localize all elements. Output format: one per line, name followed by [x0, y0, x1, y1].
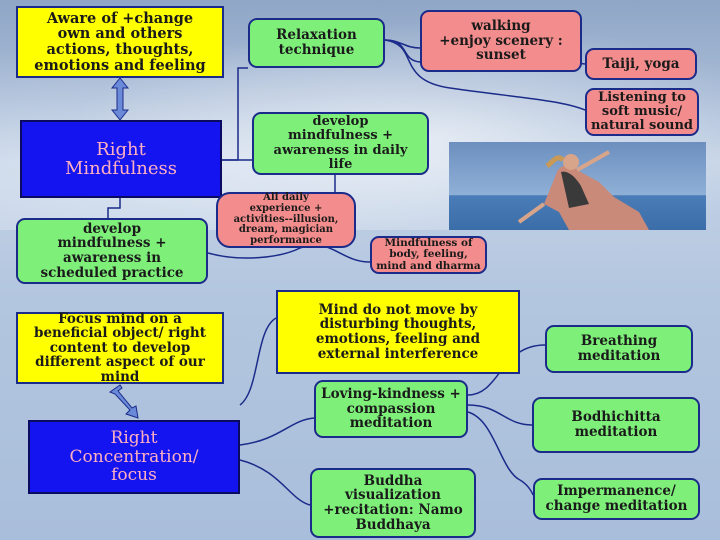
node-taiji-yoga: Taiji, yoga [585, 48, 697, 80]
connector-concentration-buddha [239, 459, 311, 506]
node-develop-daily-life: develop mindfulness + awareness in daily… [252, 112, 429, 175]
double-arrow-focus-concentration [108, 384, 139, 419]
node-all-daily-experience: All daily experience + activities--illus… [216, 192, 356, 248]
node-focus-mind: Focus mind on a beneficial object/ right… [16, 311, 224, 384]
connector-concentration-mindnotmove [239, 317, 277, 406]
node-impermanence-meditation: Impermanence/ change meditation [533, 478, 700, 520]
yoga-woman-photo [449, 142, 706, 230]
connector-relaxation-listening [384, 39, 586, 111]
node-develop-scheduled-practice: develop mindfulness + awareness in sched… [16, 218, 208, 284]
node-bodhichitta-meditation: Bodhichitta meditation [532, 397, 700, 453]
node-right-mindfulness: Right Mindfulness [20, 120, 222, 198]
node-aware-of-change: Aware of +change own and others actions,… [16, 6, 224, 78]
connector-mindfulness-relaxation [222, 67, 248, 161]
connector-loving-impermanence [467, 411, 534, 496]
connector-practice-body [207, 244, 371, 263]
node-mind-do-not-move: Mind do not move by disturbing thoughts,… [276, 290, 520, 374]
node-walking: walking +enjoy scenery : sunset [420, 10, 582, 72]
double-arrow-aware-mindfulness [110, 77, 130, 121]
connector-concentration-loving [239, 417, 315, 446]
connector-mindfulness-practice [107, 198, 121, 218]
node-right-concentration: Right Concentration/ focus [28, 420, 240, 494]
connector-loving-bodhichitta [467, 404, 533, 426]
node-breathing-meditation: Breathing meditation [545, 325, 693, 373]
node-mindfulness-body: Mindfulness of body, feeling, mind and d… [370, 236, 487, 274]
node-listening-music: Listening to soft music/ natural sound [585, 88, 699, 136]
node-loving-kindness: Loving-kindness + compassion meditation [314, 380, 468, 438]
node-buddha-visualization: Buddha visualization +recitation: Namo B… [310, 468, 476, 538]
node-relaxation-technique: Relaxation technique [248, 18, 385, 68]
